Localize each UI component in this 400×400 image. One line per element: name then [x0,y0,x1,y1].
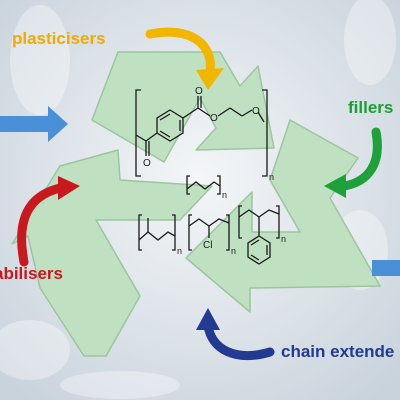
pet-repeat-n: n [269,172,274,182]
curved-arrow-chain-extenders-icon [196,308,275,360]
label-plasticisers: plasticisers [12,29,106,48]
chemical-structures [135,89,280,265]
polystyrene-repeat-n: n [281,234,286,244]
polypropylene-repeat-n: n [177,246,182,256]
pvc-atom-cl: Cl [203,240,212,251]
side-arrows [0,106,400,276]
pet-atom-o-1: O [195,86,203,97]
polystyrene-structure [238,205,280,265]
pet-atom-o-2: O [210,113,218,124]
right-blue-bar-icon [372,260,400,276]
label-fillers: fillers [348,98,394,117]
polypropylene-structure [138,214,176,251]
curved-arrow-stabilisers-icon [17,176,80,267]
pvc-repeat-n: n [231,246,236,256]
pet-atom-o-3: O [252,106,260,117]
label-stabilisers: abilisers [0,264,63,283]
pet-structure [135,89,268,177]
curved-arrow-plasticisers-icon [145,27,224,90]
polyethylene-repeat-n: n [222,190,227,200]
left-blue-arrow-icon [0,106,68,142]
polyethylene-structure [186,175,221,195]
recycling-arrows-icon [11,51,381,357]
curved-arrow-fillers-icon [324,127,382,198]
label-chain-extenders: chain extende [281,342,395,361]
recycle-arrow-left [11,149,213,357]
recycle-arrow-top [91,51,275,163]
pet-atom-o-4: O [143,158,151,169]
pvc-structure [188,214,230,251]
structure-labels: O O O O n n n Cl n n [143,86,286,256]
